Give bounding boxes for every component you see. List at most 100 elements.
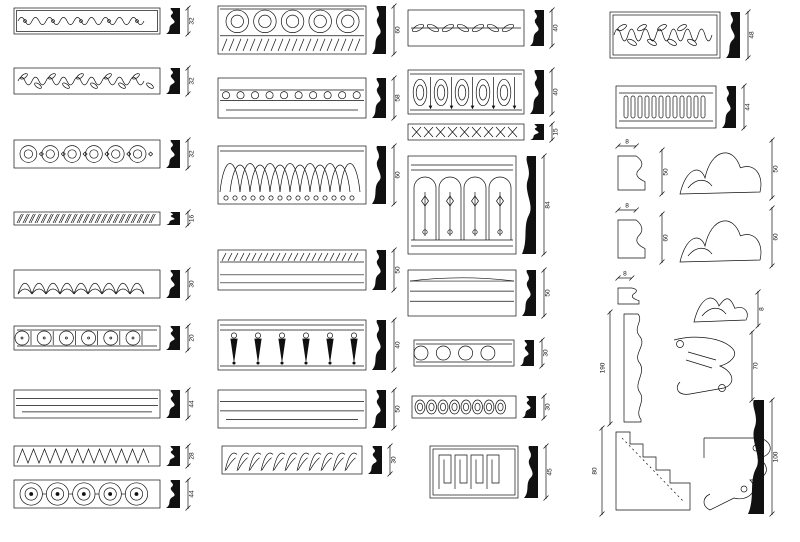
section-profile-glyph bbox=[166, 326, 180, 350]
dimension-vertical: 44 bbox=[741, 83, 752, 131]
molding-c4cb: 70 bbox=[673, 329, 760, 403]
molding-c3r7: 30 bbox=[411, 393, 552, 421]
svg-text:50: 50 bbox=[773, 165, 780, 173]
svg-text:50: 50 bbox=[395, 405, 402, 413]
svg-text:32: 32 bbox=[189, 17, 196, 25]
dimension-vertical: 50 bbox=[769, 137, 780, 201]
section-profile-glyph bbox=[522, 270, 536, 316]
section-profile-glyph bbox=[372, 6, 386, 54]
molding-c1r8: 28 bbox=[13, 443, 196, 469]
dimension-vertical: 50 bbox=[541, 267, 552, 319]
section-profile-glyph bbox=[722, 86, 736, 128]
dimension-vertical: 84 bbox=[541, 153, 552, 257]
section-profile-glyph bbox=[166, 270, 180, 298]
dimension-vertical: 44 bbox=[185, 387, 196, 421]
section-profile-glyph bbox=[166, 140, 180, 168]
dimension-vertical: 40 bbox=[391, 317, 402, 373]
molding-c4k3: 8 bbox=[693, 289, 766, 329]
dimension-vertical: 44 bbox=[185, 477, 196, 511]
section-profile-glyph bbox=[522, 396, 536, 418]
dimension-vertical: 50 bbox=[391, 387, 402, 431]
svg-text:58: 58 bbox=[395, 94, 402, 102]
section-profile-glyph bbox=[372, 320, 386, 370]
svg-text:15: 15 bbox=[553, 128, 560, 136]
molding-c4s3: 8 bbox=[615, 271, 640, 305]
section-profile-glyph bbox=[530, 10, 544, 46]
dimension-vertical: 20 bbox=[185, 323, 196, 353]
molding-c4k1: 50 bbox=[679, 137, 780, 201]
molding-c4r1: 48 bbox=[609, 9, 756, 61]
svg-text:190: 190 bbox=[600, 362, 607, 373]
svg-text:84: 84 bbox=[545, 201, 552, 209]
section-profile-glyph bbox=[372, 146, 386, 204]
molding-c4s2: 8 60 bbox=[615, 203, 670, 265]
dimension-vertical: 30 bbox=[539, 337, 550, 369]
svg-text:32: 32 bbox=[189, 150, 196, 158]
section-profile-glyph bbox=[726, 12, 740, 58]
molding-c3r5: 50 bbox=[407, 267, 552, 319]
molding-c2r3: 60 bbox=[217, 143, 402, 207]
dimension-horizontal: 8 bbox=[615, 271, 635, 281]
svg-text:30: 30 bbox=[543, 349, 550, 357]
dimension-vertical: 28 bbox=[185, 443, 196, 469]
svg-text:48: 48 bbox=[749, 31, 756, 39]
svg-text:40: 40 bbox=[395, 341, 402, 349]
section-profile-glyph bbox=[530, 70, 544, 114]
section-profile-glyph bbox=[166, 68, 180, 94]
svg-text:8: 8 bbox=[759, 307, 766, 311]
molding-c2r5: 40 bbox=[217, 317, 402, 373]
dimension-vertical: 30 bbox=[541, 393, 552, 421]
section-profile-glyph bbox=[748, 400, 764, 514]
dimension-vertical: 60 bbox=[391, 3, 402, 57]
molding-c3r2: 40 bbox=[407, 67, 560, 117]
molding-c1r6: 20 bbox=[13, 323, 196, 353]
svg-text:20: 20 bbox=[189, 334, 196, 342]
dimension-vertical: 58 bbox=[391, 75, 402, 121]
molding-c1r3: 32 bbox=[13, 137, 196, 171]
section-profile-glyph bbox=[524, 446, 538, 498]
svg-text:32: 32 bbox=[189, 77, 196, 85]
svg-text:45: 45 bbox=[547, 468, 554, 476]
svg-text:8: 8 bbox=[625, 139, 629, 146]
molding-c4k2: 60 bbox=[679, 205, 780, 269]
svg-text:60: 60 bbox=[663, 234, 670, 242]
svg-text:40: 40 bbox=[553, 88, 560, 96]
dimension-vertical: 30 bbox=[387, 443, 398, 477]
molding-c3r6: 30 bbox=[413, 337, 550, 369]
dimension-vertical: 32 bbox=[185, 65, 196, 97]
svg-text:30: 30 bbox=[189, 280, 196, 288]
section-profile-glyph bbox=[166, 446, 180, 466]
svg-text:40: 40 bbox=[553, 24, 560, 32]
svg-text:100: 100 bbox=[773, 451, 780, 462]
molding-c2r1: 60 bbox=[217, 3, 402, 57]
molding-c4cs: 80 bbox=[592, 425, 691, 517]
molding-c1r5: 30 bbox=[13, 267, 196, 301]
section-profile-glyph bbox=[166, 480, 180, 508]
dimension-vertical: 50 bbox=[659, 147, 670, 197]
dimension-vertical: 8 bbox=[755, 289, 766, 329]
svg-text:28: 28 bbox=[189, 452, 196, 460]
dimension-vertical: 80 bbox=[592, 425, 605, 517]
dimension-vertical: 32 bbox=[185, 5, 196, 37]
svg-text:8: 8 bbox=[625, 203, 629, 210]
svg-text:60: 60 bbox=[395, 171, 402, 179]
dimension-vertical: 60 bbox=[769, 205, 780, 269]
svg-text:70: 70 bbox=[753, 362, 760, 370]
svg-text:8: 8 bbox=[623, 271, 627, 278]
section-profile-glyph bbox=[166, 212, 180, 225]
dimension-vertical: 40 bbox=[549, 7, 560, 49]
svg-text:50: 50 bbox=[545, 289, 552, 297]
dimension-vertical: 50 bbox=[391, 247, 402, 293]
section-profile-glyph bbox=[372, 78, 386, 118]
dimension-vertical: 16 bbox=[185, 209, 196, 228]
section-profile-glyph bbox=[166, 390, 180, 418]
molding-c4tp: 190 bbox=[600, 309, 643, 427]
svg-text:60: 60 bbox=[395, 26, 402, 34]
section-profile-glyph bbox=[530, 124, 544, 140]
section-profile-glyph bbox=[372, 250, 386, 290]
dimension-horizontal: 8 bbox=[615, 139, 639, 149]
dimension-vertical: 60 bbox=[659, 211, 670, 265]
svg-text:30: 30 bbox=[391, 456, 398, 464]
